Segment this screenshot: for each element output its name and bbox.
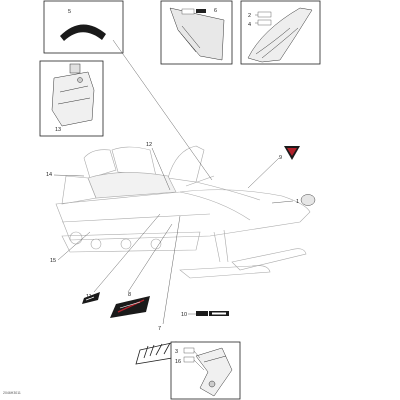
- callout-16: 16: [175, 359, 181, 365]
- snowmobile-outline: [55, 145, 311, 279]
- callout-3: 3: [175, 349, 178, 355]
- curved-decal-5: [60, 24, 106, 41]
- callout-15: 15: [50, 258, 56, 264]
- callout-1: 1: [296, 199, 299, 205]
- inset-box-parts-3-16: 3 16: [170, 341, 241, 400]
- callout-7: 7: [158, 326, 161, 332]
- emblem-decal-9: 9: [247, 146, 300, 189]
- callout-8: 8: [128, 292, 131, 298]
- decal-label-6: [196, 9, 206, 13]
- reservoir-13: [51, 71, 95, 127]
- callout-11: 11: [86, 294, 92, 300]
- callout-9: 9: [279, 155, 282, 161]
- callout-5: 5: [68, 9, 71, 15]
- callout-6: 6: [214, 8, 217, 14]
- callout-13: 13: [55, 127, 61, 133]
- rear-bumper-3-16: [195, 347, 233, 397]
- logo-decal-8: 8: [110, 292, 150, 318]
- callout-2: 2: [248, 13, 251, 19]
- callout-14: 14: [46, 172, 52, 178]
- callout-12: 12: [146, 142, 152, 148]
- logo-decal-11: 11: [82, 292, 100, 304]
- main-callouts: 12 14 15 7: [46, 39, 213, 332]
- callout-10: 10: [181, 312, 187, 318]
- inset-box-part-6: 6: [160, 0, 233, 65]
- inset-box-part-13: 13: [39, 60, 104, 137]
- strip-decal-10: 10: [181, 311, 229, 318]
- side-panel-6: [169, 7, 225, 61]
- inset-box-part-5: 5: [43, 0, 124, 54]
- outline-lettering-decal: [135, 341, 177, 365]
- inset-box-parts-2-4: 2 4: [240, 0, 321, 65]
- callout-4: 4: [248, 22, 251, 28]
- round-badge-1: 1: [271, 194, 316, 206]
- drawing-code: 2046H3011: [3, 391, 21, 395]
